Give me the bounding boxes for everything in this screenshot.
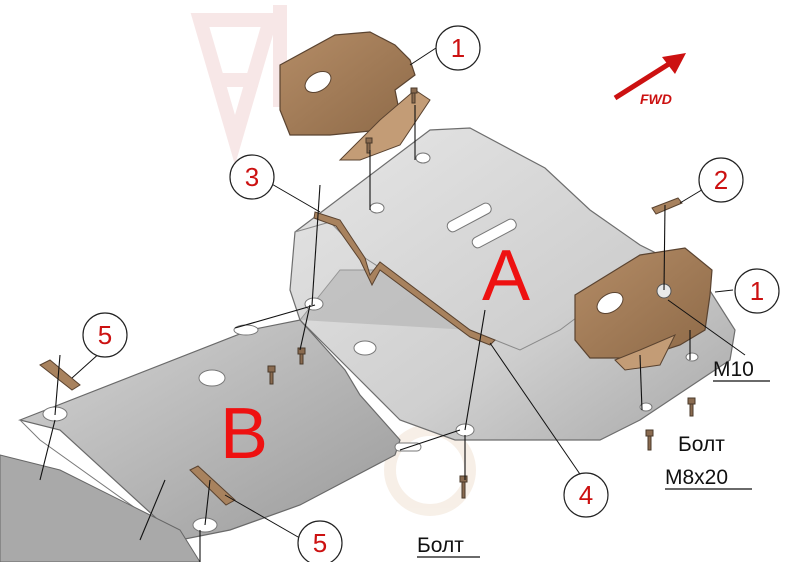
skid-plate-b xyxy=(18,319,422,541)
callout-number: 5 xyxy=(98,320,112,350)
assembly-lines xyxy=(39,105,691,562)
part-label-b: B xyxy=(220,394,268,474)
strip-part-5-bottom xyxy=(189,465,236,506)
bracket-right xyxy=(574,247,713,371)
callout-number: 1 xyxy=(750,276,764,306)
forward-arrow-icon xyxy=(613,53,686,101)
spacer-part-2 xyxy=(651,197,683,215)
bracket-top xyxy=(279,31,431,161)
bolt-icons xyxy=(267,87,696,499)
fastener-bolt-bottom-label: Болт xyxy=(417,534,464,557)
callout-circle-3 xyxy=(229,154,275,200)
callout-circle-2 xyxy=(698,157,744,203)
fastener-bolt-right-label: Болт xyxy=(678,433,725,456)
fastener-bolt-size-label: M8x20 xyxy=(665,466,728,489)
callout-number: 2 xyxy=(714,165,728,195)
callout-circle-5-left xyxy=(82,312,128,358)
forward-direction-label: FWD xyxy=(640,91,672,107)
callout-circle-1-top xyxy=(435,25,481,71)
callout-circles xyxy=(82,25,780,562)
lower-plate-edge xyxy=(0,454,201,562)
callout-number: 5 xyxy=(313,528,327,558)
strip-part-3 xyxy=(313,211,496,346)
fastener-m10-label: M10 xyxy=(713,358,754,381)
callout-number: 4 xyxy=(579,480,593,510)
callout-numbers: 1 2 3 1 5 4 5 xyxy=(98,33,764,558)
callout-number: 3 xyxy=(245,162,259,192)
leader-lines xyxy=(71,47,746,542)
strip-part-5-left xyxy=(39,359,81,391)
part-label-a: A xyxy=(482,236,530,316)
callout-circle-4 xyxy=(563,472,609,518)
callout-number: 1 xyxy=(451,33,465,63)
callout-circle-5-bottom xyxy=(297,520,343,562)
callout-circle-1-right xyxy=(734,268,780,314)
